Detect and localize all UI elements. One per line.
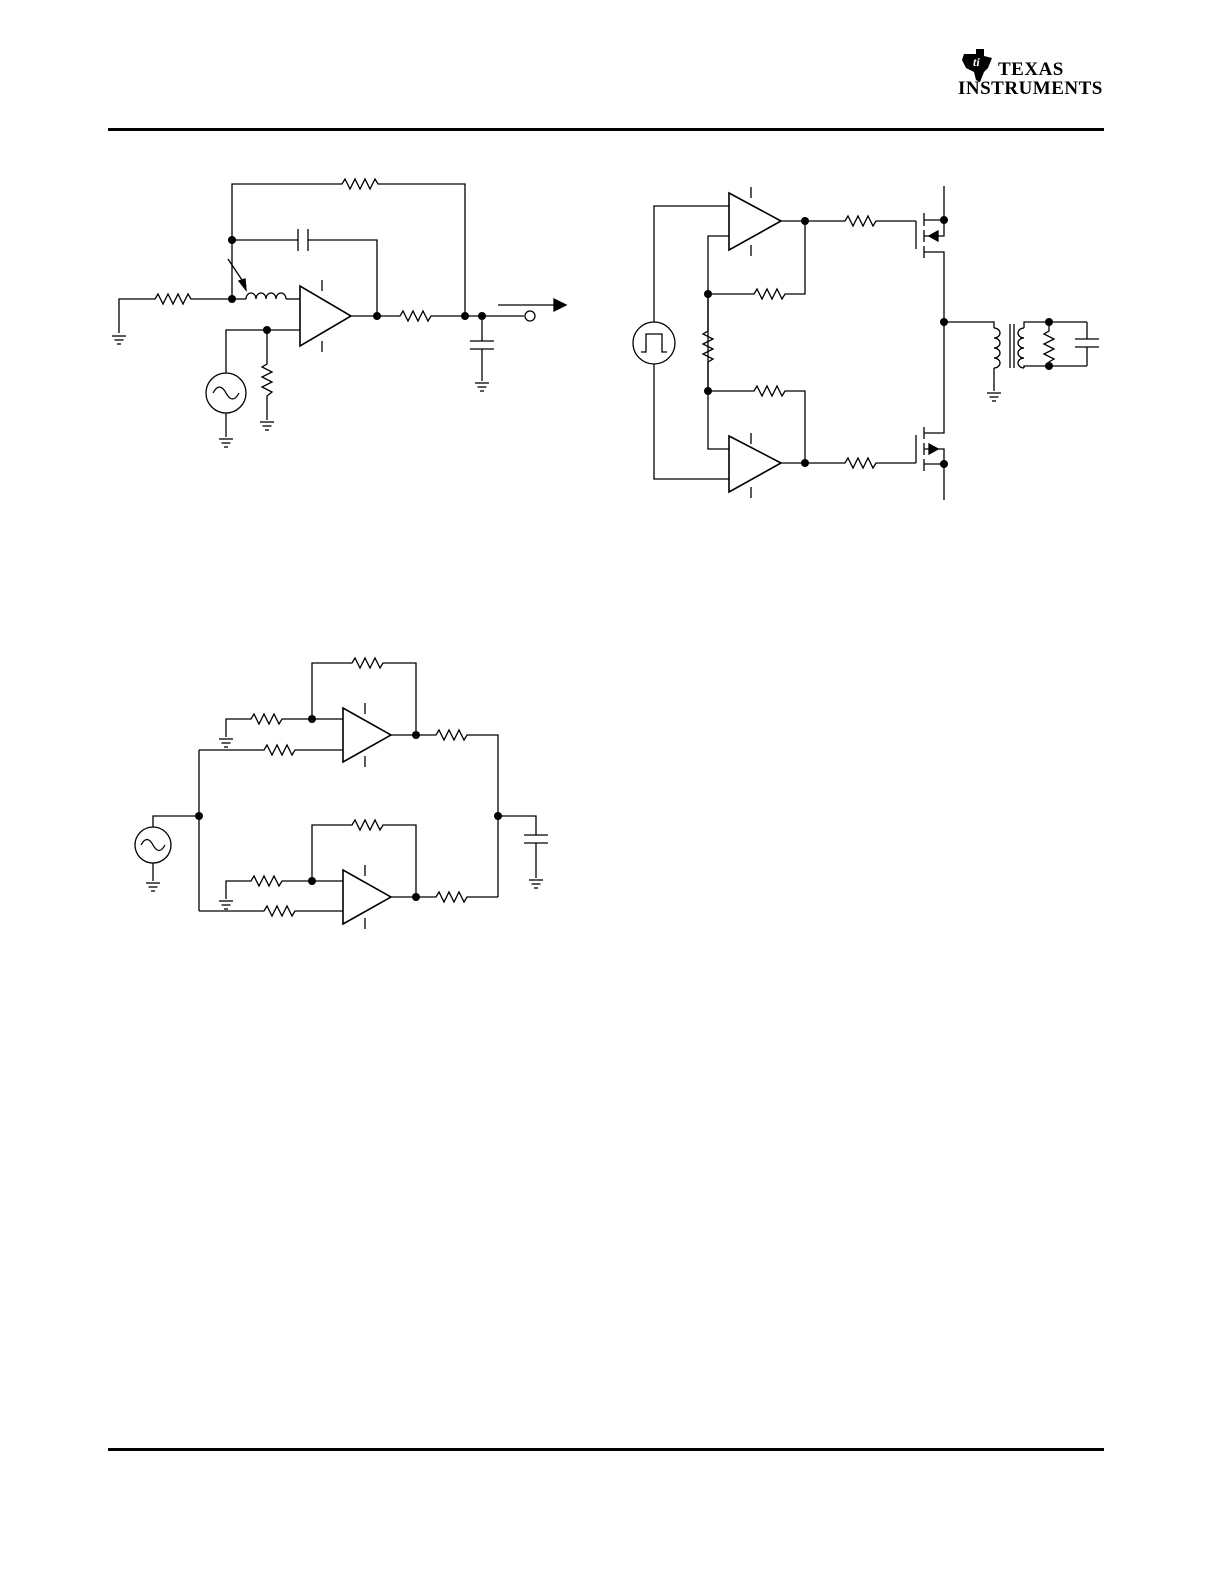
circuit-3-output-resistor-top (391, 730, 498, 897)
circuit-3-output-resistor-bottom (391, 892, 498, 902)
circuit-3-op-amp-bottom (343, 865, 391, 929)
circuit-3-output-capacitor (498, 816, 548, 888)
circuit-3-input-resistor-bottom (199, 906, 343, 916)
circuit-3-ac-source (135, 816, 199, 891)
circuit-3-op-amp-top (343, 703, 391, 767)
circuit-3-ground-resistor-top (219, 714, 343, 747)
circuit-3-ground-resistor-bottom (219, 876, 343, 909)
circuit-3-input-resistor-top (199, 745, 343, 755)
